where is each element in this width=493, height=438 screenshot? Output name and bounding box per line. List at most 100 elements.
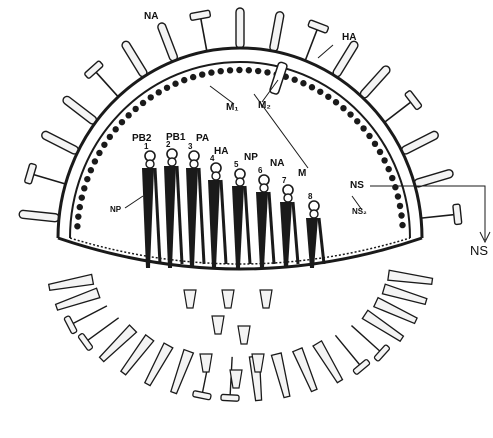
rnp-segment-4 <box>208 163 226 268</box>
ha-spike <box>157 22 179 62</box>
label-pb2: PB2 <box>132 133 152 144</box>
rnp-segment-8 <box>306 201 324 268</box>
m1-protein <box>381 157 387 163</box>
ha-spike <box>143 343 173 386</box>
label-m2: M₂ <box>258 100 271 111</box>
m1-protein <box>236 67 242 73</box>
spike-fragment <box>260 290 272 308</box>
ha-spike <box>388 270 433 286</box>
label-np-seg: NP <box>244 152 258 163</box>
ha-spike <box>313 341 344 384</box>
ha-spike <box>236 8 244 48</box>
ha-spike <box>359 64 392 99</box>
label-m-seg: M <box>298 168 306 179</box>
label-ns2: NS₂ <box>352 207 367 216</box>
m1-protein <box>156 89 162 95</box>
m1-protein <box>125 112 131 118</box>
m1-protein <box>92 158 98 164</box>
m1-protein <box>119 119 125 125</box>
m1-protein <box>132 106 138 112</box>
na-spike <box>24 163 68 194</box>
segment-number: 2 <box>166 140 171 149</box>
m1-protein <box>325 94 331 100</box>
label-np-left: NP <box>110 205 122 214</box>
m1-protein <box>107 134 113 140</box>
ha-spike <box>271 353 291 398</box>
m1-protein <box>148 94 154 100</box>
m1-protein <box>377 149 383 155</box>
m1-protein <box>199 71 205 77</box>
m1-protein <box>79 194 85 200</box>
m1-protein <box>96 150 102 156</box>
m1-protein <box>366 133 372 139</box>
segment-number: 5 <box>234 160 239 169</box>
ha-spike <box>55 288 100 312</box>
spike-fragment <box>238 326 250 344</box>
spike-fragment <box>222 290 234 308</box>
rnp-segments <box>142 149 324 268</box>
rnp-segment-3 <box>186 151 204 268</box>
segment-number: 6 <box>258 166 263 175</box>
label-na-top: NA <box>144 11 158 22</box>
ha-spike <box>332 40 360 78</box>
m1-protein <box>340 105 346 111</box>
m1-protein <box>88 167 94 173</box>
ha-spike <box>413 169 454 188</box>
m1-protein <box>172 81 178 87</box>
na-spike <box>190 10 217 53</box>
m1-protein <box>164 85 170 91</box>
rnp-segment-6 <box>256 175 274 268</box>
label-ns-seg: NS <box>350 180 364 191</box>
segment-number: 4 <box>210 154 215 163</box>
m1-protein <box>392 184 398 190</box>
lower-surface-spikes <box>48 270 432 401</box>
ha-spike <box>121 40 149 78</box>
ha-spike <box>48 274 93 292</box>
spike-fragment <box>230 370 242 388</box>
m1-protein <box>317 89 323 95</box>
m1-protein <box>398 212 404 218</box>
rnp-segment-2 <box>164 149 182 268</box>
rnp-segment-7 <box>280 185 298 268</box>
rnp-segment-5 <box>232 169 250 268</box>
ha-spike <box>40 130 79 155</box>
m1-protein <box>75 213 81 219</box>
ha-spike <box>19 210 60 222</box>
m1-protein <box>74 223 80 229</box>
m1-protein <box>81 185 87 191</box>
m1-protein <box>385 166 391 172</box>
spike-fragment <box>184 290 196 308</box>
ha-spike <box>400 130 439 155</box>
ha-spike <box>269 11 284 52</box>
label-ha-seg: HA <box>214 146 228 157</box>
na-spike <box>420 204 462 228</box>
label-ha-top: HA <box>342 32 356 43</box>
ha-spike <box>169 350 193 395</box>
ha-spike <box>61 95 98 126</box>
m1-protein <box>190 74 196 80</box>
m1-protein <box>101 142 107 148</box>
m1-protein <box>399 222 405 228</box>
m1-protein <box>264 69 270 75</box>
segment-number: 3 <box>188 142 193 151</box>
label-na-seg: NA <box>270 158 284 169</box>
m1-protein <box>208 69 214 75</box>
m1-protein <box>246 67 252 73</box>
m1-protein <box>181 77 187 83</box>
label-m1: M₁ <box>226 102 238 113</box>
m1-protein <box>300 80 306 86</box>
m1-protein <box>255 68 261 74</box>
m1-protein <box>389 175 395 181</box>
m1-protein <box>309 84 315 90</box>
m1-protein <box>395 193 401 199</box>
m1-protein <box>360 125 366 131</box>
m1-protein <box>140 100 146 106</box>
m1-protein <box>291 77 297 83</box>
spike-fragment <box>200 354 212 372</box>
spike-fragment <box>212 316 224 334</box>
label-pa: PA <box>196 133 209 144</box>
m1-protein <box>372 141 378 147</box>
m1-protein <box>84 176 90 182</box>
